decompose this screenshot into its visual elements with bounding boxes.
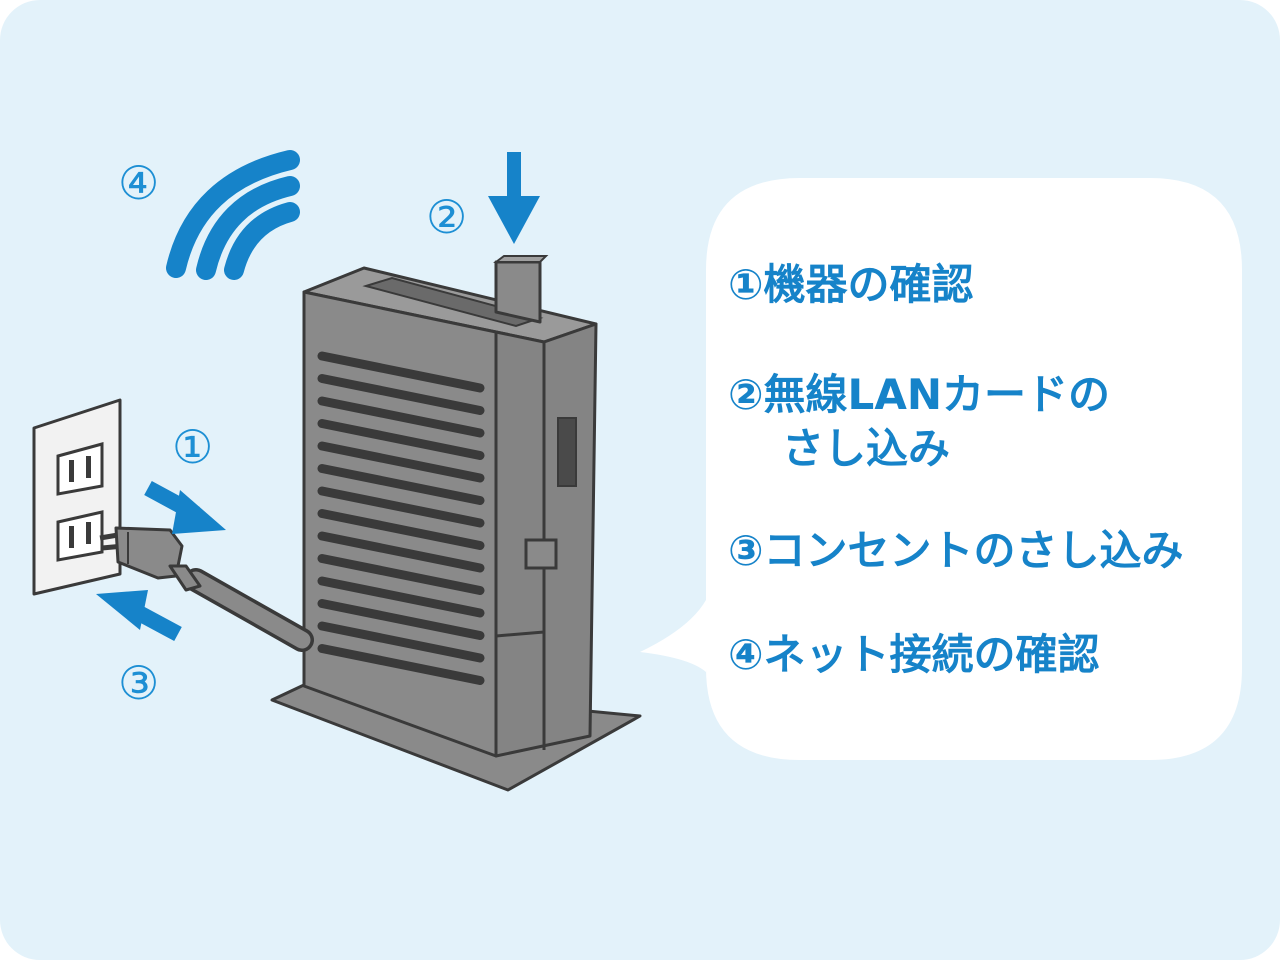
- router: [302, 266, 598, 758]
- vent-slat: [317, 621, 485, 663]
- step-4-text: ④ネット接続の確認: [728, 630, 1100, 679]
- vent-slat: [317, 599, 485, 640]
- vent-slat: [317, 486, 485, 528]
- vent-slat: [317, 419, 485, 460]
- vent-slat: [317, 554, 485, 595]
- step-3-text: ③コンセントのさし込み: [728, 526, 1184, 575]
- outlet-step-number: ③: [118, 656, 160, 710]
- step-2-text: ②無線LANカードの さし込み: [728, 368, 1110, 476]
- step-2-line-2: さし込み: [782, 424, 951, 473]
- vent-slat: [317, 374, 485, 415]
- step-1-text: ①機器の確認: [728, 260, 974, 309]
- wall-outlet: [32, 398, 122, 596]
- card-step-number: ②: [426, 190, 468, 244]
- insert-step-number: ①: [172, 420, 214, 474]
- power-cord: [184, 568, 314, 652]
- wifi-icon: [166, 150, 300, 280]
- step-2-line-1: ②無線LANカードの: [728, 370, 1110, 419]
- power-plug: [99, 526, 202, 592]
- vent-slat: [317, 441, 485, 483]
- vent-slat: [317, 464, 485, 505]
- vent-slat: [317, 396, 485, 438]
- vent-slat: [317, 644, 485, 685]
- unplug-arrow: [96, 590, 182, 642]
- insert-arrow: [144, 480, 226, 534]
- router-vents: [317, 351, 485, 685]
- vent-slat: [317, 531, 485, 573]
- speech-bubble: [640, 178, 1242, 760]
- wireless-lan-card: [493, 255, 549, 324]
- wifi-step-number: ④: [118, 156, 160, 210]
- vent-slat: [317, 509, 485, 550]
- vent-slat: [317, 576, 485, 618]
- vent-slat: [317, 351, 485, 393]
- card-insert-arrow: [488, 152, 540, 244]
